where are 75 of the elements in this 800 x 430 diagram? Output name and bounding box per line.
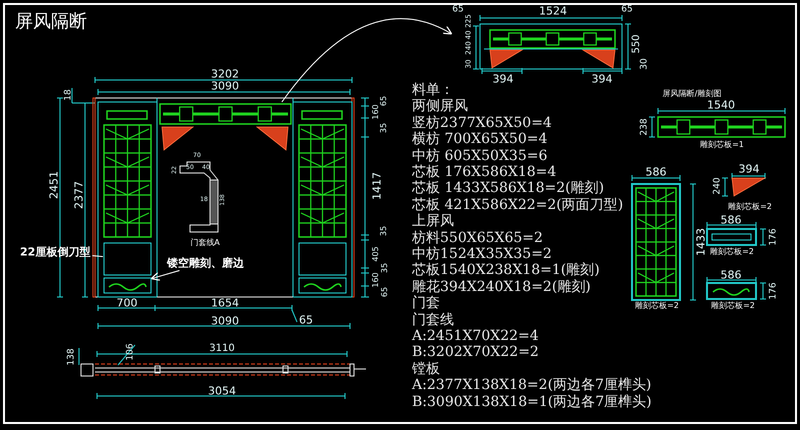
material-list-item: 料单： [412,83,454,97]
dimension-label: 176 [770,282,778,300]
dimension-label: 160 [372,272,380,288]
dimension-label: 2451 [48,171,60,199]
dimension-label: 586 [720,214,742,226]
dimension-label: 138 [68,348,76,366]
material-list-item: 芯板1540X238X18=1(雕刻) [412,263,600,278]
material-list-item: B:3090X138X18=1(两边各7厘榫头) [412,394,652,409]
carved-top-panel [159,103,292,125]
dimension-label: 1417 [372,172,382,200]
material-list-item: B:3202X70X22=2 [412,345,539,360]
material-list-item: 芯板 176X586X18=4 [412,165,556,179]
dimension-label: 35 [380,226,388,236]
part-caption: 雕刻芯板=2 [635,302,679,310]
dimension-label: 35 [380,122,388,134]
carved-rail-drawing [104,278,152,294]
dimension-label: 700 [116,298,138,308]
material-list-item: 芯板 1433X586X18=2(雕刻) [412,181,604,196]
material-list-item: 两侧屏风 [412,99,468,114]
material-list-item: 上屏风 [412,214,454,228]
material-list-item: 镗板 [412,362,440,376]
dimension-label: 1540 [707,100,735,110]
dimension-label: 550 [632,34,642,54]
leader-line [150,270,180,281]
material-list-item: 竖枋2377X65X50=4 [412,116,552,130]
dimension-label: 160 [372,104,380,120]
part-caption: 雕刻芯板=2 [728,203,772,211]
material-list-item: 门套 [412,296,440,310]
dimension-label: 1433 [696,228,706,256]
dimension-label: 176 [770,228,778,246]
dimension-label: 240 [714,177,722,195]
dimension-label: 394 [592,74,612,84]
upper-screen-detail-drawing [472,14,632,74]
dimension-label: 3202 [211,68,239,80]
section-heading: 屏风隔断/雕刻图 [662,90,722,98]
dimension-label: 106 [126,343,136,361]
dimension-label: 65 [299,314,313,326]
arrow [281,18,452,102]
material-list-item: 雕花394X240X18=2(雕刻) [412,280,591,294]
leader-line [92,255,104,258]
dimension-label: 35 [381,262,389,274]
dimension-label: 1524 [539,6,567,16]
dimension-label: 18 [64,89,74,101]
callout-text: 镂空雕刻、磨边 [167,258,244,268]
dimension-label: 3054 [208,386,236,396]
material-list-item: A:2377X138X18=2(两边各7厘榫头) [412,378,652,392]
dimension-label: 394 [492,74,514,84]
part-caption: 雕刻芯板=2 [711,302,755,310]
dimension-label: 65 [621,6,633,14]
part-caption: 雕刻芯板=2 [710,248,754,256]
dimension-label: 238 [640,118,650,136]
part-caption: 门套线A [190,239,220,247]
material-list-item: 中枋1524X35X35=2 [412,247,552,261]
dimension-label: 3090 [211,80,239,92]
dimension-label: 65 [452,6,464,14]
material-list-item: 门套线 [412,312,454,327]
material-list-item: A:2451X70X22=4 [412,329,539,343]
material-list-item: 横枋 700X65X50=4 [412,132,548,146]
panel-box [104,242,152,276]
dimension-label: 3110 [209,344,235,354]
dimension-label: 3090 [211,316,239,326]
dimension-label: 65 [380,96,388,106]
dimension-label: 586 [720,270,742,280]
dimension-label: 1654 [211,298,239,308]
material-list-item: 枋料550X65X65=2 [412,230,543,245]
material-list-item: 芯板 421X586X22=2(两面刀型) [412,198,624,212]
material-list-item: 中枋 605X50X35=6 [412,148,548,163]
part-caption: 雕刻芯板=1 [700,141,744,149]
dimension-label: 405 [372,246,380,262]
dimension-label: 394 [738,164,760,174]
dimension-label: 30 [640,58,650,70]
dimension-label: 65 [381,286,389,298]
dimension-label: 586 [646,166,666,178]
dimension-label: 2377 [74,181,84,209]
page-title: 屏风隔断 [15,13,87,31]
